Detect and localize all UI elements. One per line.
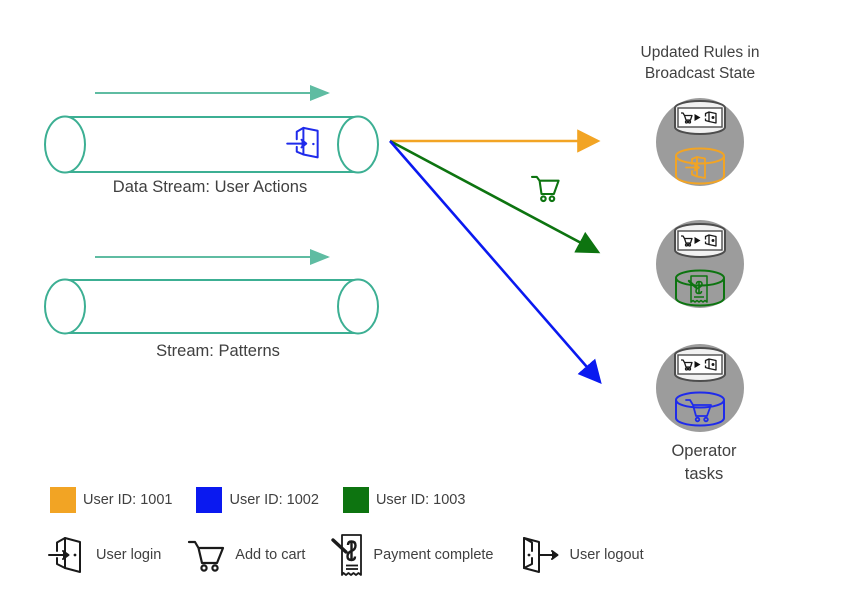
legend-label: Payment complete — [373, 547, 494, 563]
payment-receipt-database-icon — [675, 269, 725, 307]
legend-label: User ID: 1003 — [375, 492, 466, 508]
shopping-cart-icon — [530, 175, 560, 203]
stream-patterns — [44, 249, 379, 335]
operator-tasks-label: Operator tasks — [671, 442, 737, 483]
stream-user-actions — [44, 85, 379, 174]
legend-label: User ID: 1001 — [83, 492, 173, 508]
cart-to-door-database-icon — [674, 100, 726, 135]
legend-label: Add to cart — [235, 547, 306, 563]
stream-left-cap-1 — [44, 115, 86, 174]
arrow-user-1003 — [389, 139, 601, 254]
color-swatch-blue — [196, 487, 223, 513]
shopping-cart-icon — [188, 540, 225, 572]
legend-user-logout: User logout — [520, 534, 644, 576]
user-login-icon — [286, 126, 319, 159]
broadcast-state-title: Updated Rules in Broadcast State — [640, 44, 760, 82]
user-login-database-icon — [675, 147, 725, 185]
color-swatch-orange — [50, 487, 76, 513]
stream-left-cap-2 — [44, 278, 86, 335]
operator-task-3 — [656, 344, 744, 432]
legend-user-colors: User ID: 1001 User ID: 1002 User ID: 100… — [50, 487, 465, 513]
legend-add-to-cart: Add to cart — [187, 537, 305, 573]
legend-label: User login — [96, 547, 162, 563]
color-swatch-green — [342, 487, 369, 513]
cart-to-door-database-icon — [674, 347, 726, 382]
arrow-user-1002 — [389, 140, 602, 384]
legend-user-1001: User ID: 1001 — [50, 487, 172, 513]
cart-to-door-database-icon — [674, 223, 726, 258]
user-login-icon — [48, 537, 81, 573]
stream-label-user-actions: Data Stream: User Actions — [112, 178, 308, 196]
operator-task-1 — [656, 98, 744, 186]
legend-event-icons: User login Add to cart Payment complete — [48, 533, 644, 577]
legend-label: User logout — [569, 547, 644, 563]
legend-user-login: User login — [48, 534, 161, 576]
user-logout-icon — [522, 537, 558, 573]
legend-user-1002: User ID: 1002 — [196, 487, 319, 513]
operator-task-2 — [656, 220, 744, 308]
legend-payment-complete: Payment complete — [331, 533, 494, 577]
legend-user-1003: User ID: 1003 — [342, 487, 466, 513]
legend-label: User ID: 1002 — [229, 492, 319, 508]
stream-label-patterns: Stream: Patterns — [156, 342, 280, 360]
stream-right-cap-2 — [337, 278, 379, 335]
payment-receipt-icon — [331, 534, 363, 576]
stream-right-cap-1 — [337, 115, 379, 174]
shopping-cart-database-icon — [675, 391, 725, 427]
